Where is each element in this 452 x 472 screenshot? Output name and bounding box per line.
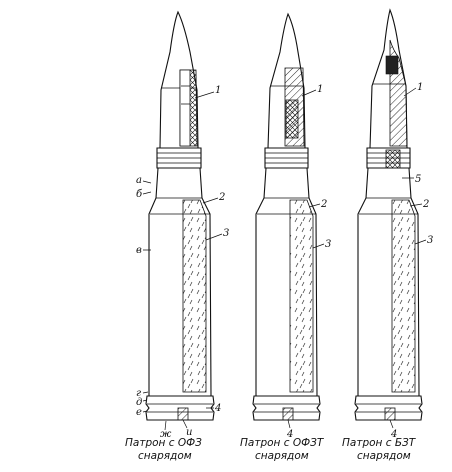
label-g: г (136, 388, 141, 399)
label-2: 2 (320, 199, 327, 210)
label-1: 1 (317, 84, 323, 95)
label-d: д (136, 397, 142, 408)
label-5: 5 (415, 174, 421, 185)
cartridge-ofz: 1 2 3 4 а б в г д е ж и Патрон с ОФЗ сна… (125, 10, 229, 462)
caption-line1: Патрон с ОФЗТ (240, 437, 325, 449)
caption-line1: Патрон с ОФЗ (125, 437, 202, 449)
label-3: 3 (223, 228, 229, 239)
label-a: а (136, 175, 142, 186)
label-3: 3 (427, 235, 433, 246)
label-e: е (136, 407, 142, 418)
cartridge-bzt: 1 5 2 3 4 Патрон с БЗТ снарядом (342, 8, 433, 462)
cartridge-ofzt: 1 2 3 4 Патрон с ОФЗТ снарядом (240, 12, 331, 462)
label-4: 4 (214, 403, 221, 414)
caption-line1: Патрон с БЗТ (342, 437, 417, 449)
label-2: 2 (422, 199, 429, 210)
caption-line2: снарядом (357, 450, 411, 462)
label-b: б (136, 189, 143, 200)
label-1: 1 (417, 82, 423, 93)
caption-line2: снарядом (138, 450, 192, 462)
label-v: в (136, 245, 142, 256)
label-4: 4 (286, 429, 293, 440)
label-zh: ж (160, 429, 172, 440)
label-4: 4 (390, 429, 397, 440)
label-1: 1 (215, 85, 221, 96)
caption-line2: снарядом (255, 450, 309, 462)
label-3: 3 (325, 239, 331, 250)
label-i: и (186, 427, 192, 438)
label-2: 2 (218, 192, 225, 203)
